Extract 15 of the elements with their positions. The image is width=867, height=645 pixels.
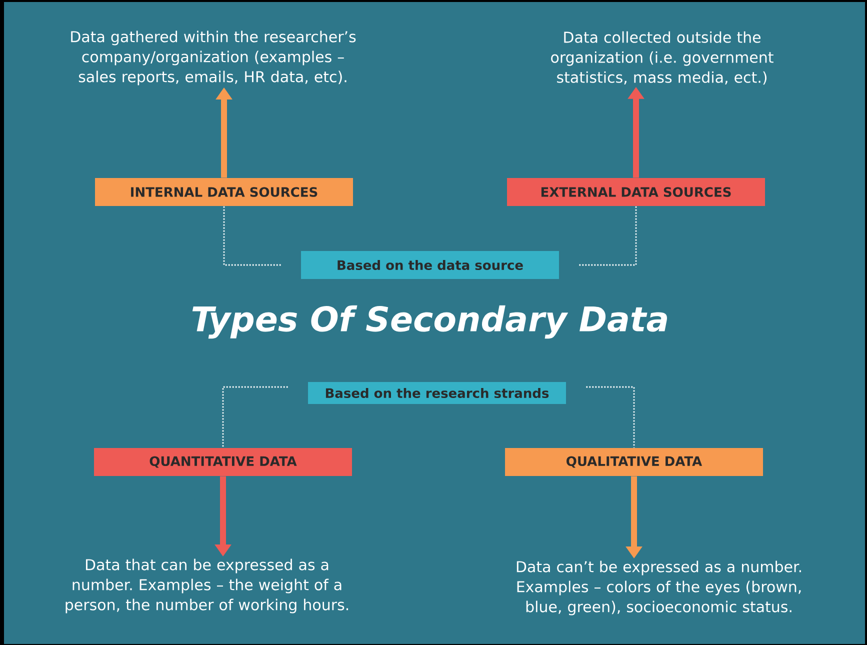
description-text: Data gathered within the researcher’s company/organization (examples – sales reports, emails, HR data, etc).: [71, 30, 356, 86]
title: Types Of Secondary Data: [192, 305, 667, 339]
label-box: QUALITATIVE DATA: [505, 448, 763, 476]
description-text: Data that can be expressed as a number. Examples – the weight of a person, the number of working hours.: [66, 558, 348, 614]
label-box: Based on the research strands: [308, 382, 566, 404]
label-box: QUANTITATIVE DATA: [94, 448, 352, 476]
dotted-connector: [223, 206, 281, 266]
dotted-connector: [222, 386, 288, 448]
dotted-connector: [586, 386, 635, 448]
label-box: Based on the data source: [301, 251, 559, 279]
dotted-connector: [579, 206, 637, 266]
description-text: Data can’t be expressed as a number. Examples – colors of the eyes (brown, blue, green), socioeconomic status.: [516, 560, 801, 616]
label-box: INTERNAL DATA SOURCES: [95, 178, 353, 206]
description-text: Data collected outside the organization (i.e. government statistics, mass media, ect.): [551, 31, 774, 85]
label-box: EXTERNAL DATA SOURCES: [507, 178, 765, 206]
